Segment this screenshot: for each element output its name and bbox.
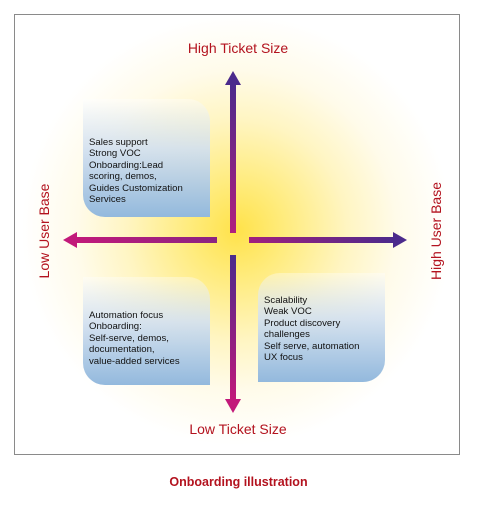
quadrant-text-line: Scalability bbox=[264, 295, 308, 306]
arrow-up bbox=[225, 71, 241, 233]
quadrant-top-left: Sales support Strong VOC Onboarding:Lead… bbox=[83, 99, 210, 217]
quadrant-text-line: Guides Customization bbox=[89, 182, 183, 194]
axis-label-low-ticket-size: Low Ticket Size bbox=[189, 421, 287, 437]
quadrant-text-line: Services bbox=[89, 194, 126, 206]
quadrant-text-line: Self-serve, demos, bbox=[89, 332, 169, 344]
quadrant-bottom-left: Automation focus Onboarding: Self-serve,… bbox=[83, 277, 210, 385]
quadrant-text-line: Product discovery bbox=[264, 317, 341, 329]
axis-label-low-user-base: Low User Base bbox=[36, 183, 52, 279]
quadrant-diagram-frame: High Ticket Size Low Ticket Size Low Use… bbox=[14, 14, 460, 455]
quadrant-text-line: Weak VOC bbox=[264, 306, 312, 318]
quadrant-bottom-right: Scalability Weak VOC Product discovery c… bbox=[258, 273, 385, 382]
arrow-down bbox=[225, 255, 241, 413]
arrow-left bbox=[63, 232, 217, 248]
quadrant-text-line: UX focus bbox=[264, 352, 303, 364]
quadrant-text-line: Strong VOC bbox=[89, 148, 141, 160]
quadrant-text-line: documentation, bbox=[89, 344, 155, 356]
axis-arrows bbox=[63, 71, 407, 413]
quadrant-text-line: Onboarding:Lead bbox=[89, 159, 164, 171]
axis-label-high-user-base: High User Base bbox=[428, 181, 444, 281]
quadrant-text-line: Sales support bbox=[89, 137, 148, 148]
quadrant-text-line: Automation focus bbox=[89, 310, 164, 321]
quadrant-text-line: value-added services bbox=[89, 355, 180, 367]
quadrant-text-line: Onboarding: bbox=[89, 321, 142, 333]
axis-label-high-ticket-size: High Ticket Size bbox=[187, 40, 289, 56]
figure-caption: Onboarding illustration bbox=[169, 475, 308, 489]
quadrant-text-line: Self serve, automation bbox=[264, 340, 360, 352]
quadrant-text-line: challenges bbox=[264, 329, 310, 341]
quadrant-text-line: scoring, demos, bbox=[89, 171, 157, 183]
arrow-right bbox=[249, 232, 407, 248]
